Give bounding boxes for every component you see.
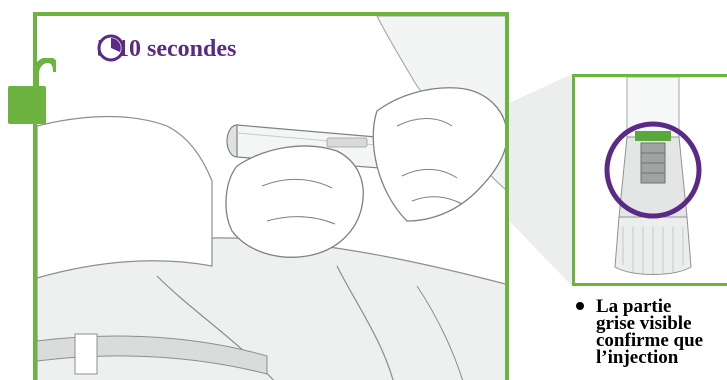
zoom-detail-panel bbox=[572, 74, 727, 286]
injection-illustration bbox=[37, 16, 509, 380]
bullet-icon bbox=[576, 302, 584, 310]
timer-icon bbox=[97, 34, 125, 62]
arm-shape bbox=[37, 117, 212, 278]
note-text: La partie grise visible confirme que l’i… bbox=[596, 298, 727, 366]
right-hand bbox=[373, 88, 507, 221]
pen-window bbox=[327, 138, 367, 147]
confirmation-note: La partie grise visible confirme que l’i… bbox=[572, 298, 727, 380]
belt-loop bbox=[75, 334, 97, 374]
left-hand bbox=[226, 146, 363, 257]
unlocked-padlock-icon bbox=[8, 58, 56, 126]
closeup-green-band bbox=[635, 131, 671, 141]
timer-indicator: 5-10 secondes bbox=[97, 34, 236, 64]
pen-window-closeup bbox=[575, 77, 727, 286]
main-illustration-panel: 5-10 secondes bbox=[33, 12, 509, 380]
